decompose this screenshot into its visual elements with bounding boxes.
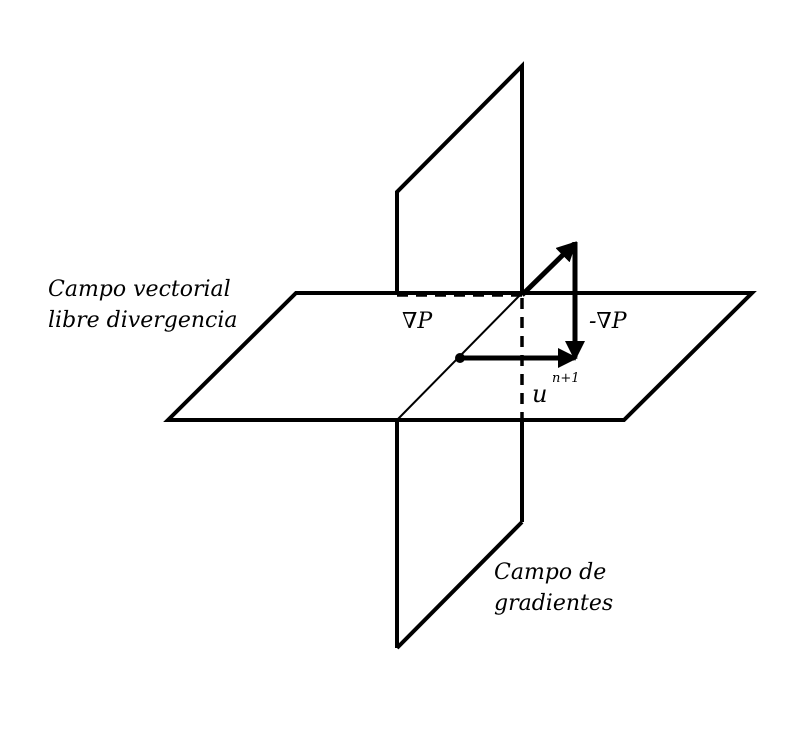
vertical-plane-upper-edge: [395, 61, 524, 295]
grad-p-vector-arrow: [520, 241, 577, 297]
u-vector-label: u: [532, 380, 547, 408]
vertical-plane-bottom-edge: [395, 520, 524, 650]
grad-p-label: ∇P: [402, 309, 433, 334]
neg-grad-p-label: -∇P: [589, 309, 628, 334]
u-vector-superscript: n+1: [552, 371, 580, 386]
horizontal-plane: [163, 291, 757, 422]
vertical-plane-label: Campo de gradientes: [494, 560, 613, 616]
horizontal-plane-label: Campo vectorial libre divergencia: [48, 277, 238, 333]
